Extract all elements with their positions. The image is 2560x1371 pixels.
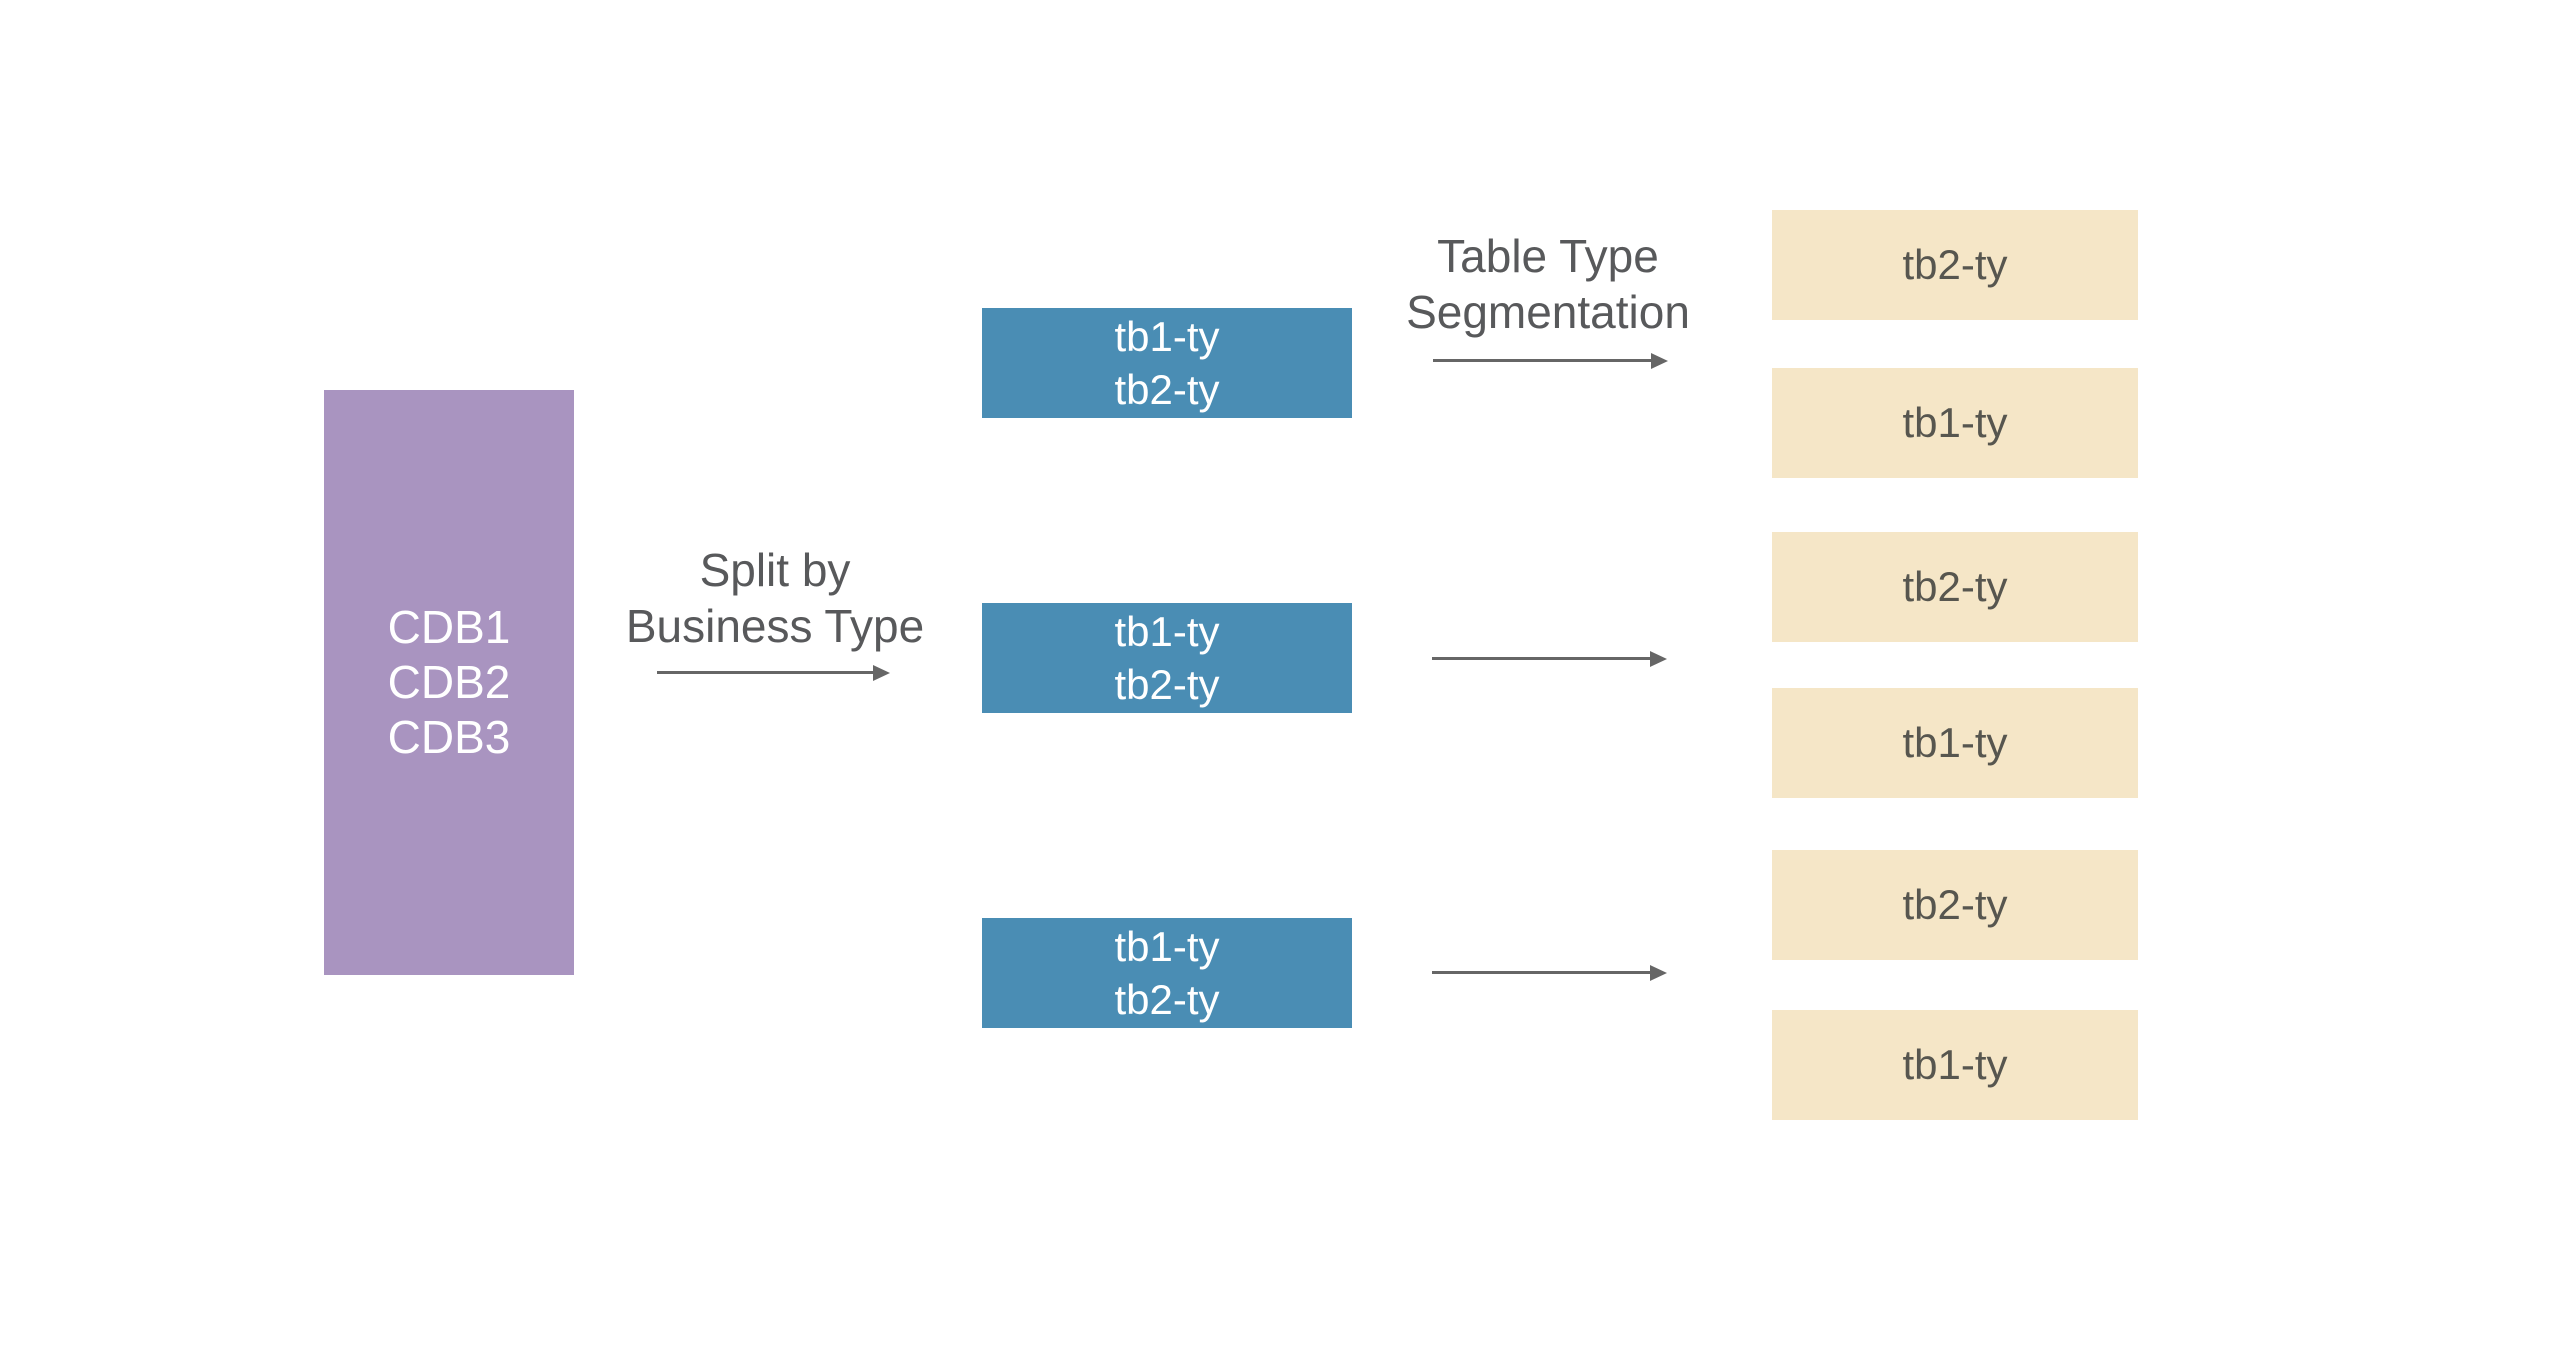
business-box-1-line-1: tb1-ty xyxy=(1114,313,1220,360)
source-box-line-3: CDB3 xyxy=(387,711,511,763)
business-box-2-line-2: tb2-ty xyxy=(1114,661,1220,708)
source-database-box: CDB1 CDB2 CDB3 xyxy=(324,390,574,975)
source-box-line-1: CDB1 xyxy=(387,601,511,653)
business-type-box-2: tb1-ty tb2-ty xyxy=(982,603,1352,713)
table-box-2-label: tb1-ty xyxy=(1902,399,2008,446)
table-type-segmentation-label: Table Type Segmentation xyxy=(1333,228,1763,340)
split-label-line-2: Business Type xyxy=(625,600,925,652)
table-box-3-label: tb2-ty xyxy=(1902,563,2008,610)
business-type-box-3: tb1-ty tb2-ty xyxy=(982,918,1352,1028)
segmentation-arrow-2 xyxy=(1432,657,1652,660)
split-by-business-type-label: Split by Business Type xyxy=(560,542,990,654)
business-type-box-1: tb1-ty tb2-ty xyxy=(982,308,1352,418)
business-box-1-line-2: tb2-ty xyxy=(1114,366,1220,413)
segmentation-arrow-1 xyxy=(1433,359,1653,362)
table-box-1-label: tb2-ty xyxy=(1902,241,2008,288)
split-label-line-1: Split by xyxy=(699,544,851,596)
business-box-3-line-1: tb1-ty xyxy=(1114,923,1220,970)
table-box-6-label: tb1-ty xyxy=(1902,1041,2008,1088)
table-type-box-2: tb1-ty xyxy=(1772,368,2138,478)
table-type-box-6: tb1-ty xyxy=(1772,1010,2138,1120)
table-type-box-5: tb2-ty xyxy=(1772,850,2138,960)
source-box-line-2: CDB2 xyxy=(387,656,511,708)
business-box-2-line-1: tb1-ty xyxy=(1114,608,1220,655)
table-type-box-1: tb2-ty xyxy=(1772,210,2138,320)
table-type-box-3: tb2-ty xyxy=(1772,532,2138,642)
segmentation-label-line-1: Table Type xyxy=(1437,230,1659,282)
segmentation-arrow-3 xyxy=(1432,971,1652,974)
table-box-4-label: tb1-ty xyxy=(1902,719,2008,766)
business-box-3-line-2: tb2-ty xyxy=(1114,976,1220,1023)
segmentation-label-line-2: Segmentation xyxy=(1406,286,1690,338)
table-type-box-4: tb1-ty xyxy=(1772,688,2138,798)
table-box-5-label: tb2-ty xyxy=(1902,881,2008,928)
split-arrow xyxy=(657,671,875,674)
